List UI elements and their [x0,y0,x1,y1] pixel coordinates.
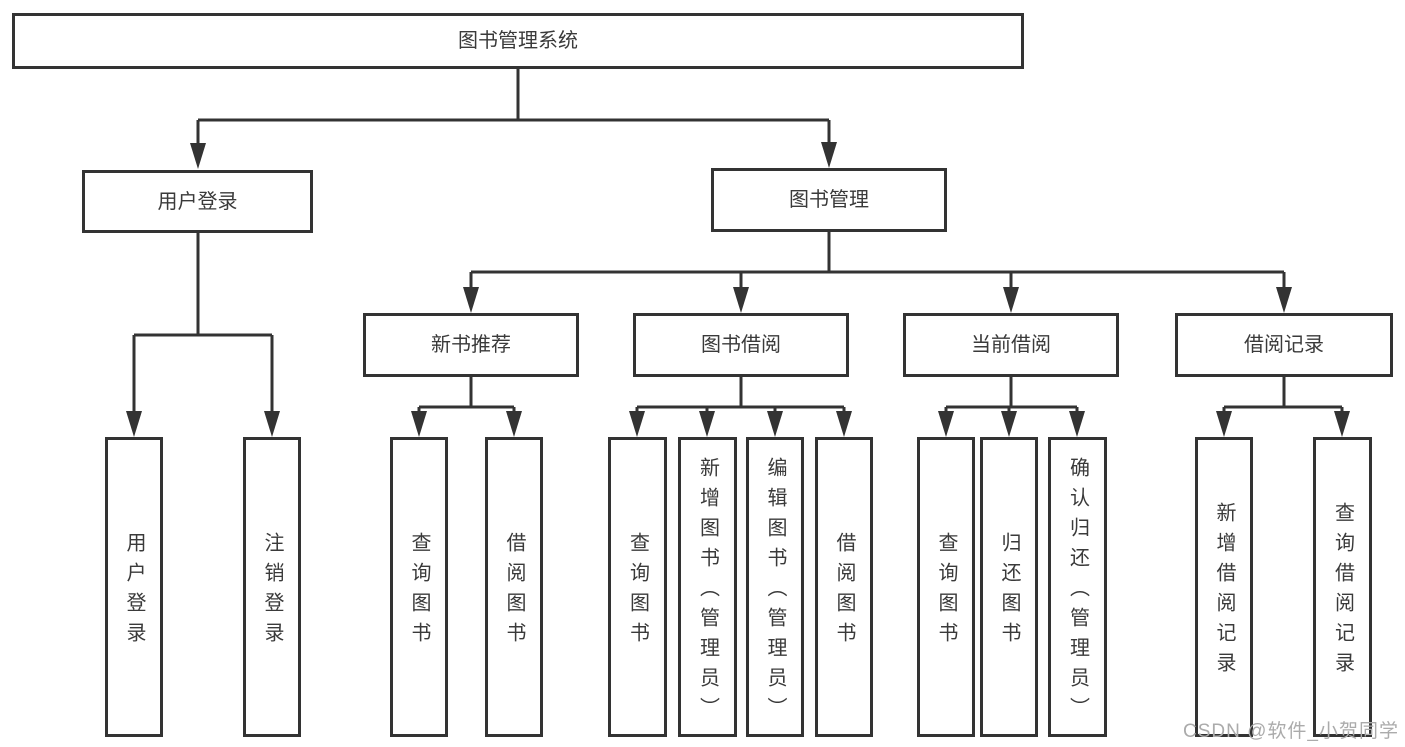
node-borrowing-records-label: 借阅记录 [1244,334,1324,356]
leaf-borrow-books: 借阅图书 [815,437,873,737]
node-current-borrowing-label: 当前借阅 [971,334,1051,356]
node-book-management: 图书管理 [711,168,947,232]
node-borrowing-records: 借阅记录 [1175,313,1393,377]
leaf-add-borrow-record-label: 新增借阅记录 [1213,502,1235,682]
node-library-management-system-label: 图书管理系统 [458,30,578,52]
leaf-query-borrow-record: 查询借阅记录 [1313,437,1372,737]
leaf-logout-label: 注销登录 [261,532,283,652]
leaf-logout: 注销登录 [243,437,301,737]
leaf-edit-books-admin: 编辑图书（管理员） [746,437,804,737]
node-book-borrowing: 图书借阅 [633,313,849,377]
leaf-add-borrow-record: 新增借阅记录 [1195,437,1253,737]
node-new-book-recommendation-label: 新书推荐 [431,334,511,356]
leaf-borrow-books-label: 借阅图书 [833,532,855,652]
leaf-query-books-recommend-label: 查询图书 [408,532,430,652]
node-book-management-label: 图书管理 [789,189,869,211]
leaf-confirm-return-admin-label: 确认归还（管理员） [1066,457,1089,727]
node-current-borrowing: 当前借阅 [903,313,1119,377]
leaf-query-books-current: 查询图书 [917,437,975,737]
leaf-borrow-books-recommend-label: 借阅图书 [503,532,525,652]
leaf-user-login: 用户登录 [105,437,163,737]
leaf-return-books-label: 归还图书 [998,532,1020,652]
leaf-query-books-borrowing-label: 查询图书 [626,532,649,652]
node-book-borrowing-label: 图书借阅 [701,334,781,356]
leaf-query-books-recommend: 查询图书 [390,437,448,737]
leaf-add-books-admin-label: 新增图书（管理员） [696,457,719,727]
leaf-return-books: 归还图书 [980,437,1038,737]
node-library-management-system: 图书管理系统 [12,13,1024,69]
leaf-query-books-current-label: 查询图书 [935,532,957,652]
leaf-confirm-return-admin: 确认归还（管理员） [1048,437,1107,737]
leaf-add-books-admin: 新增图书（管理员） [678,437,737,737]
node-user-login: 用户登录 [82,170,313,233]
leaf-user-login-label: 用户登录 [123,532,145,652]
leaf-query-borrow-record-label: 查询借阅记录 [1331,502,1354,682]
leaf-borrow-books-recommend: 借阅图书 [485,437,543,737]
leaf-query-books-borrowing: 查询图书 [608,437,667,737]
leaf-edit-books-admin-label: 编辑图书（管理员） [764,457,786,727]
node-user-login-label: 用户登录 [157,190,238,213]
node-new-book-recommendation: 新书推荐 [363,313,579,377]
watermark: CSDN @软件_小贺同学 [1183,721,1399,742]
